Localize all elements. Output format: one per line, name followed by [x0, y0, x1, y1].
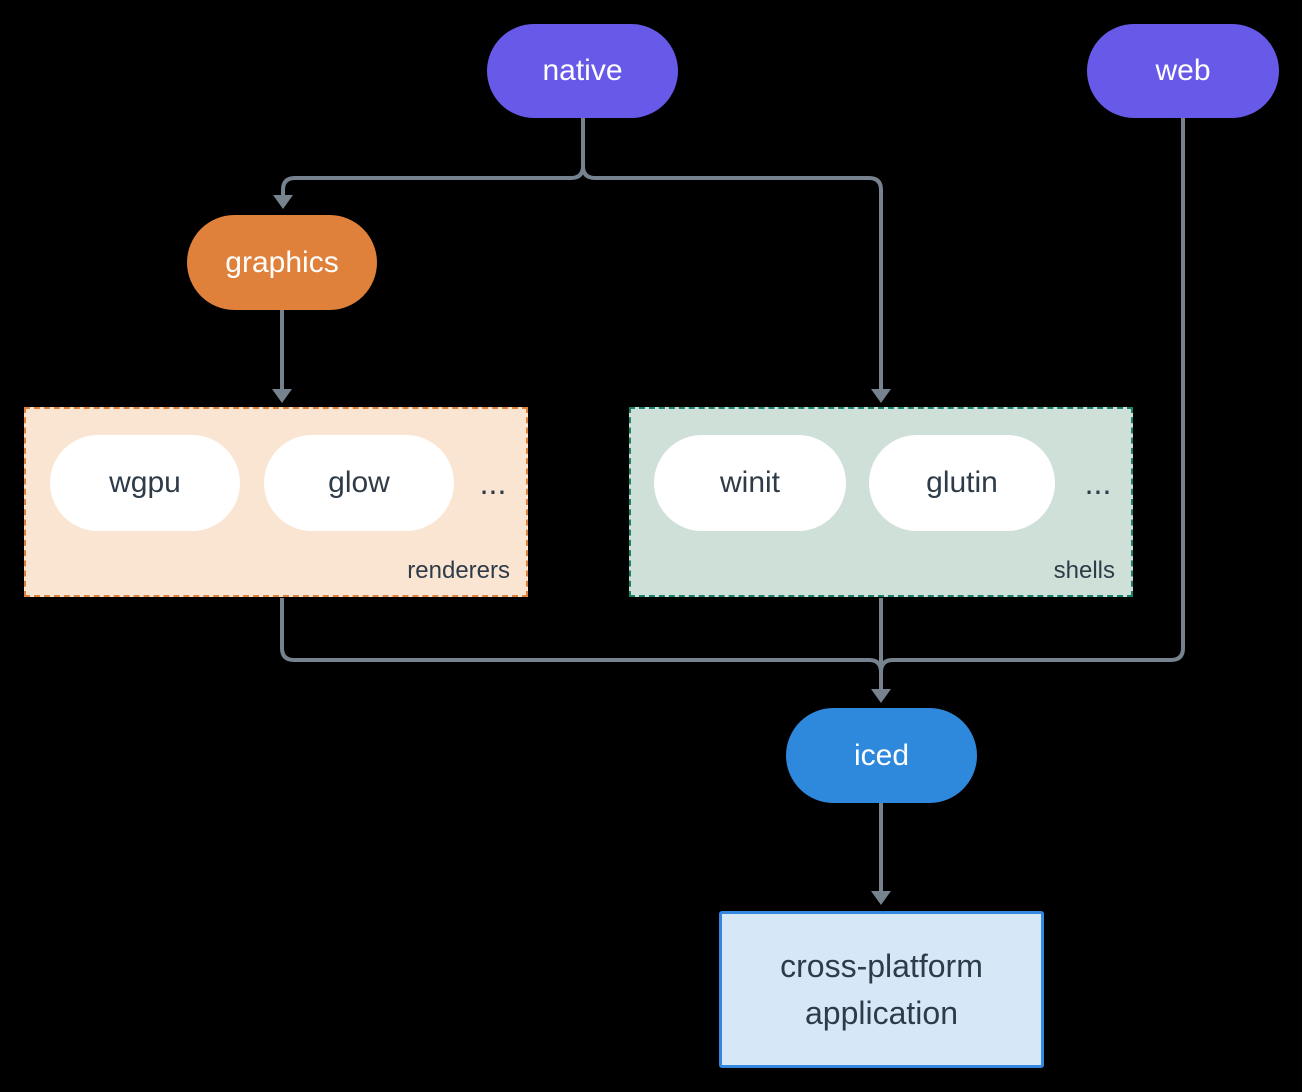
arrowhead-shells-icon — [871, 389, 891, 403]
group-shells: winit glutin ... shells — [629, 407, 1133, 597]
node-iced-label: iced — [853, 738, 910, 772]
node-winit-label: winit — [719, 466, 780, 499]
node-glow: glow — [264, 435, 454, 531]
edge-native-to-graphics — [281, 118, 585, 196]
arrowhead-application-icon — [871, 891, 891, 905]
node-wgpu-label: wgpu — [109, 466, 181, 499]
node-application-label: cross-platform application — [780, 948, 983, 1031]
node-iced: iced — [786, 708, 977, 803]
renderers-ellipsis: ... — [479, 465, 507, 501]
node-cross-platform-application: cross-platform application — [719, 911, 1044, 1068]
node-graphics: graphics — [187, 215, 377, 310]
node-glutin: glutin — [869, 435, 1055, 531]
arrowhead-iced-icon — [871, 689, 891, 703]
shells-ellipsis: ... — [1084, 465, 1112, 501]
node-native: native — [487, 24, 678, 118]
node-wgpu: wgpu — [50, 435, 240, 531]
node-graphics-label: graphics — [225, 245, 339, 279]
group-renderers: wgpu glow ... renderers — [24, 407, 528, 597]
node-glutin-label: glutin — [926, 466, 998, 499]
node-web: web — [1087, 24, 1279, 118]
renderers-group-label: renderers — [407, 557, 510, 584]
node-winit: winit — [654, 435, 846, 531]
arrowhead-renderers-icon — [272, 389, 292, 403]
node-glow-label: glow — [328, 466, 390, 499]
edge-renderers-to-iced — [280, 598, 883, 673]
edge-native-to-shells — [581, 118, 883, 390]
node-native-label: native — [542, 54, 623, 87]
node-web-label: web — [1155, 54, 1211, 87]
shells-group-label: shells — [1053, 557, 1115, 584]
arrowhead-graphics-icon — [273, 195, 293, 209]
